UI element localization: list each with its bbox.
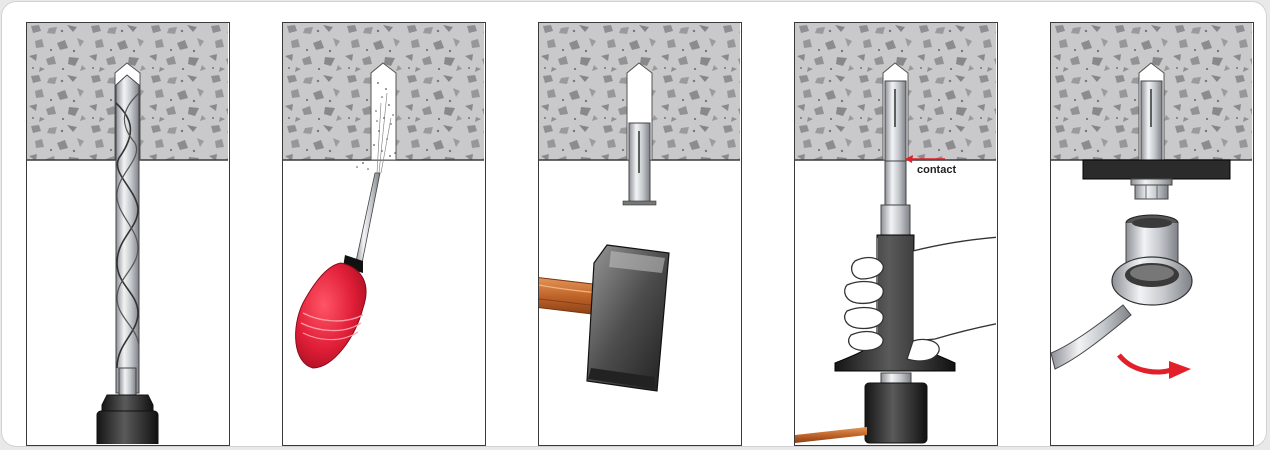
step-4-set-panel: contact [794,22,998,446]
step-5-tighten-panel [1050,22,1254,446]
hand-icon [845,237,996,361]
rotate-arrow-icon [1119,355,1191,379]
step-4-drawing: contact [795,23,996,444]
step-5-drawing [1051,23,1252,444]
wrench-icon [1051,257,1192,369]
contact-label: contact [917,164,956,176]
fixture-plate [1083,160,1230,179]
step-3-insert-panel [538,22,742,446]
anchor-sleeve-icon [885,81,906,161]
drill-bit-icon [116,75,139,398]
anchor-bolt-icon [1141,81,1162,171]
step-1-drawing [27,23,228,444]
step-2-clean-panel [282,22,486,446]
drill-chuck-icon [97,395,158,444]
step-3-drawing [539,23,740,444]
step-1-drill-panel [26,22,230,446]
hammer-icon [539,245,669,391]
blower-bulb-icon [296,173,380,368]
nut-icon [1131,179,1172,199]
step-2-drawing [283,23,484,444]
